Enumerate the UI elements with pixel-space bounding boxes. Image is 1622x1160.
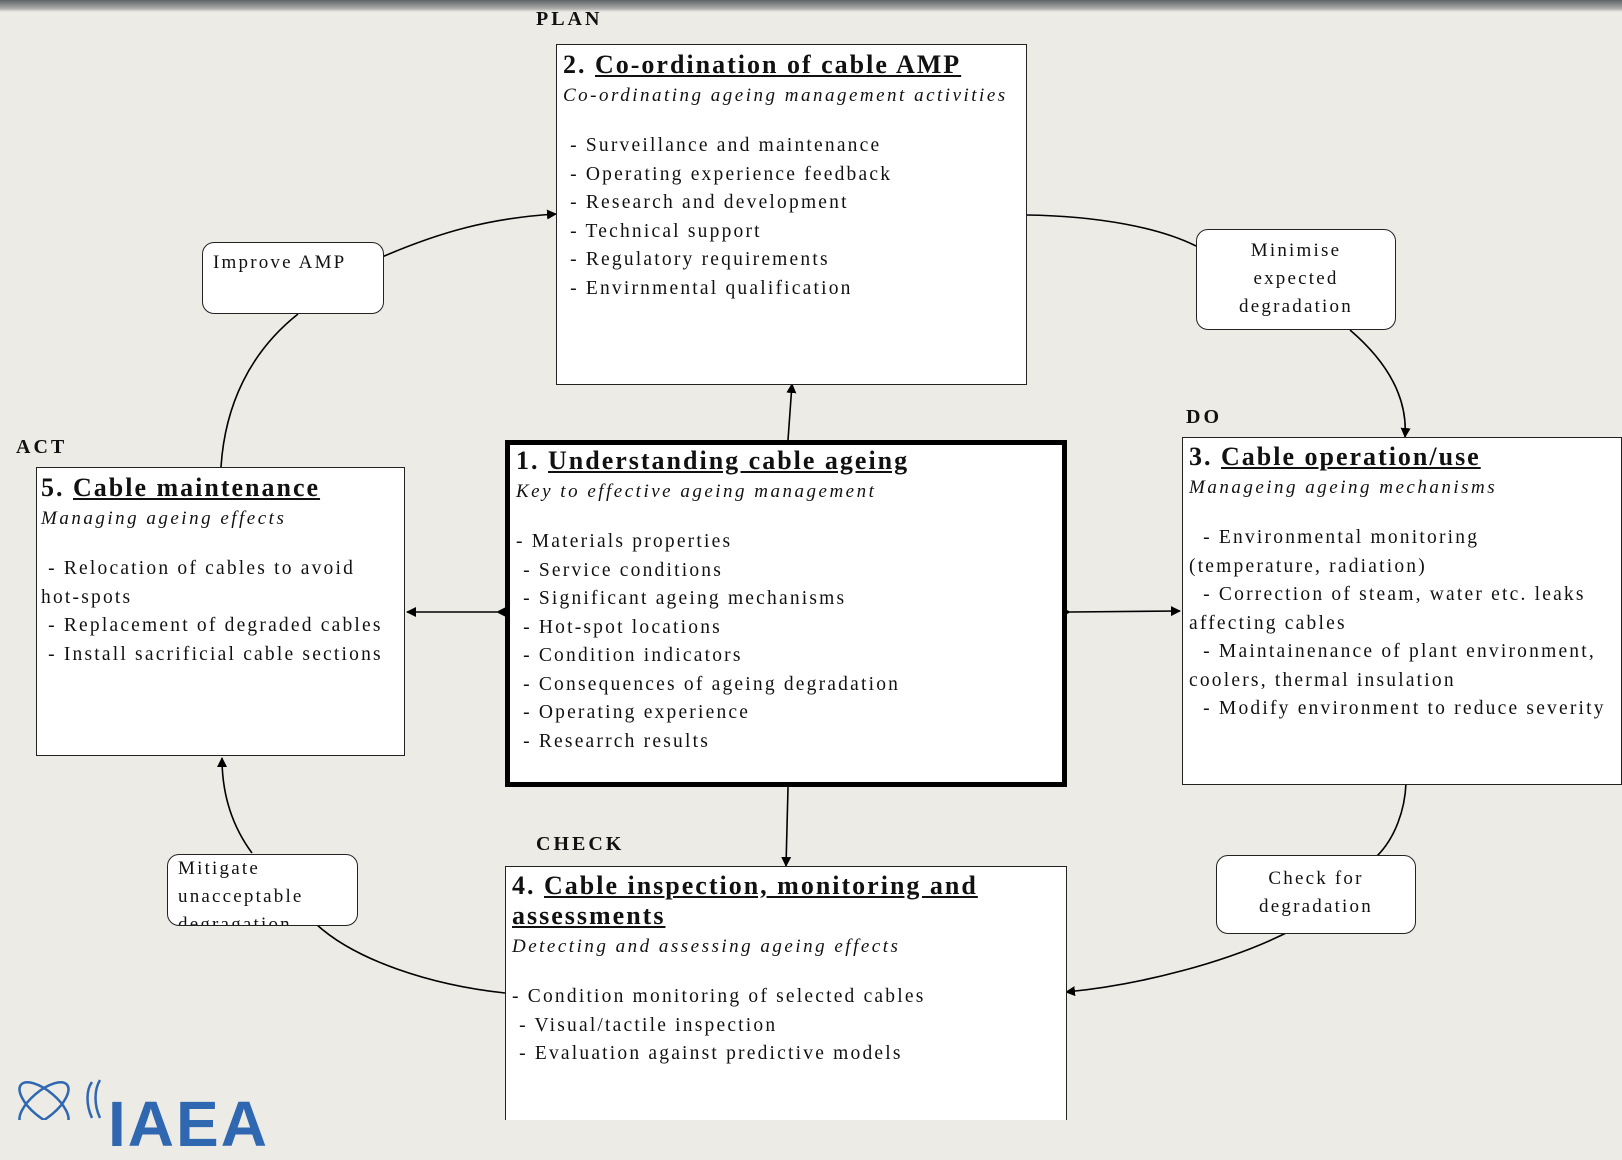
label-improve-amp: Improve AMP bbox=[202, 242, 384, 314]
arc-b4-mitigate bbox=[315, 923, 506, 994]
list-item: - Environmental monitoring (temperature,… bbox=[1189, 527, 1487, 577]
list-item: - Research and development bbox=[563, 192, 849, 213]
list-item: - Maintainenance of plant environment, c… bbox=[1189, 641, 1604, 691]
box-inspection: 4. Cable inspection, monitoring and asse… bbox=[505, 866, 1067, 1120]
list-item: - Hot-spot locations bbox=[516, 616, 722, 638]
box-coordination: 2. Co-ordination of cable AMP Co-ordinat… bbox=[556, 44, 1027, 385]
arc-improve-b2 bbox=[381, 209, 557, 258]
arc-b2-minimise bbox=[1025, 214, 1197, 247]
box-operation: 3. Cable operation/use Manageing ageing … bbox=[1182, 437, 1622, 785]
list-item: - Operating experience feedback bbox=[563, 163, 893, 185]
box-subtitle: Key to effective ageing management bbox=[516, 481, 877, 502]
box-title: 1. Understanding cable ageing bbox=[516, 446, 910, 475]
item-list: - Relocation of cables to avoid hot-spot… bbox=[41, 555, 400, 669]
arrow-b1-b3 bbox=[1060, 606, 1181, 618]
item-list: - Environmental monitoring (temperature,… bbox=[1189, 524, 1615, 724]
list-item: - Install sacrificial cable sections bbox=[41, 643, 383, 665]
label-mitigate-degradation: Mitigate unacceptable degragation bbox=[167, 854, 358, 926]
box-title: 2. Co-ordination of cable AMP bbox=[563, 50, 962, 79]
list-item: - Service conditions bbox=[516, 559, 724, 581]
box-subtitle: Detecting and assessing ageing effects bbox=[512, 936, 901, 957]
box-subtitle: Co-ordinating ageing management activiti… bbox=[563, 85, 1008, 106]
box-title: 4. Cable inspection, monitoring and asse… bbox=[512, 871, 978, 930]
iaea-logo-text: IAEA bbox=[108, 1088, 269, 1160]
arrow-b1-b2 bbox=[782, 383, 797, 450]
arc-mitigate-b5 bbox=[217, 757, 253, 854]
phase-check-label: CHECK bbox=[536, 833, 625, 855]
arc-minimise-b3 bbox=[1349, 329, 1411, 438]
list-item: - Envirnmental qualification bbox=[563, 277, 853, 299]
list-item: - Regulatory requirements bbox=[563, 249, 830, 270]
list-item: - Operating experience bbox=[516, 702, 751, 723]
list-item: - Correction of steam, water etc. leaks … bbox=[1189, 584, 1593, 634]
list-item: - Visual/tactile inspection bbox=[512, 1014, 778, 1036]
box-subtitle: Managing ageing effects bbox=[41, 508, 287, 529]
list-item: - Replacement of degraded cables bbox=[41, 615, 383, 636]
list-item: - Materials properties bbox=[516, 531, 733, 552]
list-item: - Condition monitoring of selected cable… bbox=[512, 986, 926, 1007]
phase-act-label: ACT bbox=[16, 436, 68, 458]
arc-b5-improve bbox=[220, 313, 299, 468]
list-item: - Consequences of ageing degradation bbox=[516, 673, 901, 695]
list-item: - Surveillance and maintenance bbox=[563, 135, 882, 156]
box-title: 3. Cable operation/use bbox=[1189, 442, 1481, 471]
box-understanding: 1. Understanding cable ageing Key to eff… bbox=[505, 440, 1067, 787]
label-check-degradation: Check for degradation bbox=[1216, 855, 1416, 934]
top-banner bbox=[0, 0, 1622, 12]
box-subtitle: Manageing ageing mechanisms bbox=[1189, 477, 1498, 498]
arrow-b1-b4 bbox=[781, 778, 794, 867]
item-list: - Surveillance and maintenance - Operati… bbox=[563, 132, 1020, 303]
box-title: 5. Cable maintenance bbox=[41, 473, 321, 502]
label-minimise-degradation: Minimise expected degradation bbox=[1196, 229, 1396, 330]
list-item: - Researrch results bbox=[516, 730, 710, 752]
phase-do-label: DO bbox=[1186, 406, 1222, 428]
phase-plan-label: PLAN bbox=[536, 8, 603, 30]
iaea-atom-logo-icon bbox=[18, 1079, 102, 1120]
list-item: - Relocation of cables to avoid hot-spot… bbox=[41, 558, 363, 608]
list-item: - Technical support bbox=[563, 220, 762, 242]
arc-check-b4 bbox=[1065, 929, 1293, 997]
list-item: - Significant ageing mechanisms bbox=[516, 588, 847, 609]
item-list: - Materials properties - Service conditi… bbox=[516, 528, 1056, 756]
item-list: - Condition monitoring of selected cable… bbox=[512, 983, 1060, 1069]
arc-b3-check bbox=[1376, 782, 1407, 857]
box-maintenance: 5. Cable maintenance Managing ageing eff… bbox=[36, 467, 405, 756]
list-item: - Condition indicators bbox=[516, 645, 743, 666]
list-item: - Modify environment to reduce severity bbox=[1189, 698, 1606, 719]
list-item: - Evaluation against predictive models bbox=[512, 1043, 903, 1064]
connectors bbox=[217, 209, 1411, 997]
